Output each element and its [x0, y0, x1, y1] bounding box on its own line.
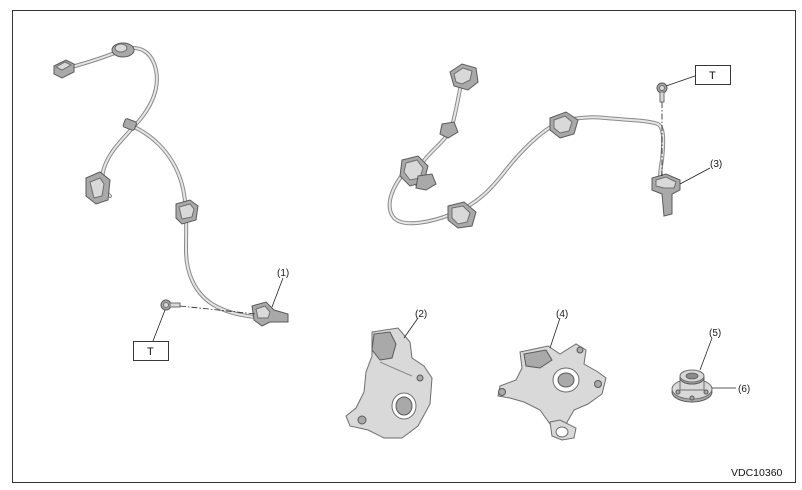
torque-box-left	[133, 341, 169, 361]
rear-knuckle	[497, 343, 607, 441]
torque-box-right	[695, 65, 731, 85]
callout-4: (4)	[556, 309, 568, 320]
sensor-bolt-right	[656, 82, 668, 103]
callout-3: (3)	[710, 159, 722, 170]
callout-5: (5)	[709, 328, 721, 339]
callout-6: (6)	[738, 384, 750, 395]
rear-abs-sensor-harness	[387, 63, 681, 229]
front-abs-sensor-harness	[53, 42, 289, 327]
figure-code: VDC10360	[731, 467, 783, 479]
torque-label-right: T	[709, 70, 716, 82]
hub-bearing-assembly	[671, 369, 713, 403]
torque-label-left: T	[147, 346, 154, 358]
callout-2: (2)	[415, 309, 427, 320]
callout-1: (1)	[277, 268, 289, 279]
sensor-bolt-left	[160, 299, 181, 311]
front-knuckle	[345, 327, 433, 439]
